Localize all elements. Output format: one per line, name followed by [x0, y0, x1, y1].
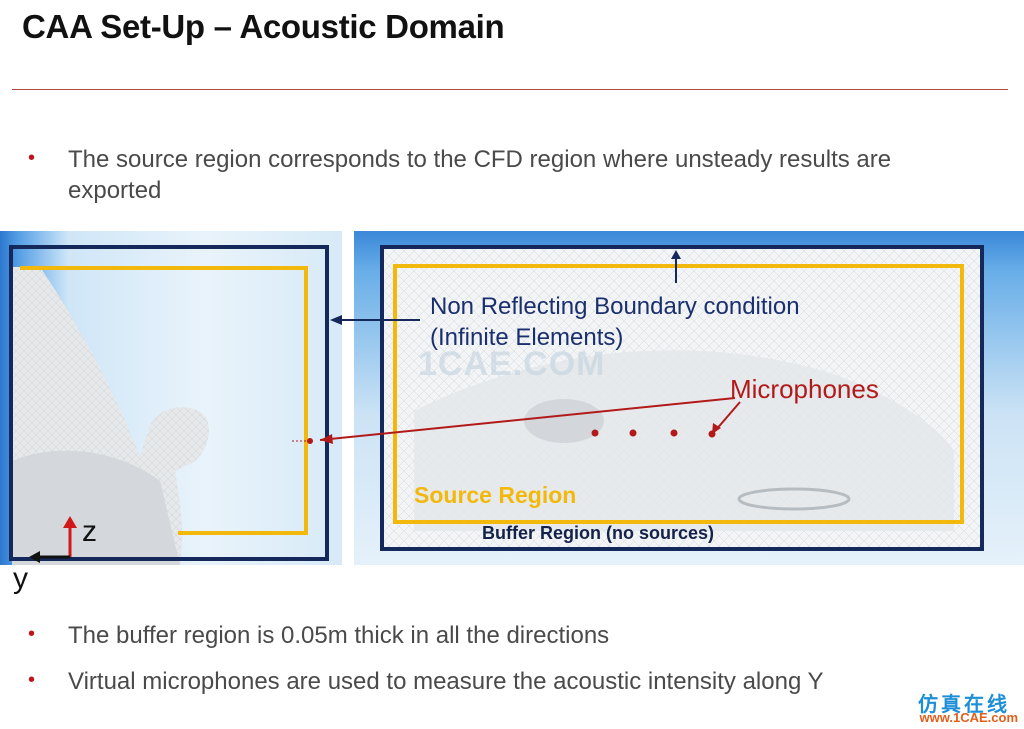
- source-region-label: Source Region: [414, 482, 577, 508]
- buffer-region-label: Buffer Region (no sources): [482, 523, 715, 543]
- title-divider: [12, 89, 1008, 90]
- bullet-text-continued: exported: [68, 177, 162, 204]
- top-view-panel: [354, 231, 1024, 565]
- side-view-mesh: [9, 245, 329, 565]
- logo-url-text: www.1CAE.com: [919, 710, 1018, 725]
- bullet-icon: •: [28, 147, 36, 169]
- slide-title: CAA Set-Up – Acoustic Domain: [22, 8, 505, 45]
- microphones-label: Microphones: [730, 374, 879, 404]
- bullet-icon: •: [28, 669, 36, 691]
- bullet-text: Virtual microphones are used to measure …: [68, 668, 824, 695]
- side-view-panel: [0, 231, 342, 565]
- bullet-text: The buffer region is 0.05m thick in all …: [68, 622, 610, 649]
- bullet-icon: •: [28, 623, 36, 645]
- watermark: 1CAE.COM: [418, 345, 606, 383]
- top-view-mesh: [380, 245, 984, 551]
- site-logo: 仿真在线 www.1CAE.com: [900, 688, 1022, 728]
- axis-z-label: z: [82, 515, 97, 548]
- logo-chinese-text: 仿真在线: [918, 694, 1010, 716]
- nrb-label-line1: Non Reflecting Boundary condition: [430, 293, 800, 320]
- nrb-label: Non Reflecting Boundary condition (Infin…: [430, 291, 800, 353]
- nrb-label-line2: (Infinite Elements): [430, 324, 624, 351]
- bullet-text: The source region corresponds to the CFD…: [68, 146, 892, 173]
- axis-y-label: y: [13, 562, 28, 595]
